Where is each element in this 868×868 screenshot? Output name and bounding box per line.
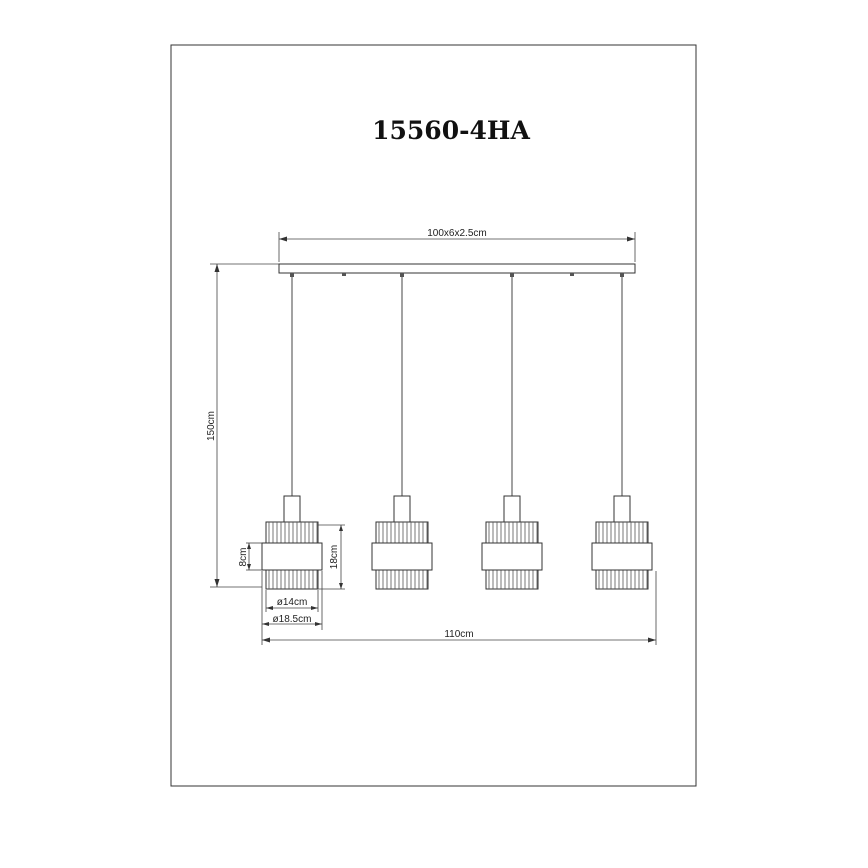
inner-diameter-dimension: ø14cm <box>265 590 319 612</box>
outer-diameter-dimension: ø18.5cm <box>261 571 323 645</box>
upper-ribs <box>595 521 649 544</box>
shade-band <box>371 542 433 571</box>
suspension-point <box>510 273 514 277</box>
lamp-holder <box>283 495 301 523</box>
height-dimension-label: 150cm <box>206 411 217 441</box>
upper-ribs <box>485 521 539 544</box>
lamp-holder <box>393 495 411 523</box>
shade-height-label: 18cm <box>329 545 340 569</box>
lamp-holder <box>613 495 631 523</box>
lower-ribs <box>595 569 649 590</box>
overall-width-label: 110cm <box>444 629 473 640</box>
lower-ribs <box>485 569 539 590</box>
band-height-dimension: 8cm <box>238 542 262 571</box>
suspension-point <box>290 273 294 277</box>
overall-width-dimension: 110cm <box>262 571 657 645</box>
pendant-1 <box>261 273 323 590</box>
drawing-frame <box>170 44 697 787</box>
shade-band <box>261 542 323 571</box>
canopy-dimension: 100x6x2.5cm <box>278 228 636 262</box>
upper-ribs <box>375 521 429 544</box>
lamp-holder <box>503 495 521 523</box>
height-dimension: 150cm <box>206 263 279 588</box>
lower-ribs <box>375 569 429 590</box>
suspension-point <box>620 273 624 277</box>
pendants <box>261 273 653 590</box>
pendant-4 <box>591 273 653 590</box>
suspension-point <box>400 273 404 277</box>
model-title: 15560-4HA <box>372 116 530 145</box>
lower-ribs <box>265 569 319 590</box>
shade-band <box>591 542 653 571</box>
outer-diameter-label: ø18.5cm <box>273 614 312 625</box>
band-height-label: 8cm <box>238 548 249 567</box>
canopy <box>278 263 636 276</box>
shade-band <box>481 542 543 571</box>
pendant-2 <box>371 273 433 590</box>
upper-ribs <box>265 521 319 544</box>
shade-height-dimension: 18cm <box>318 524 345 590</box>
inner-diameter-label: ø14cm <box>277 597 308 608</box>
canopy-dimension-label: 100x6x2.5cm <box>427 228 486 239</box>
pendant-3 <box>481 273 543 590</box>
